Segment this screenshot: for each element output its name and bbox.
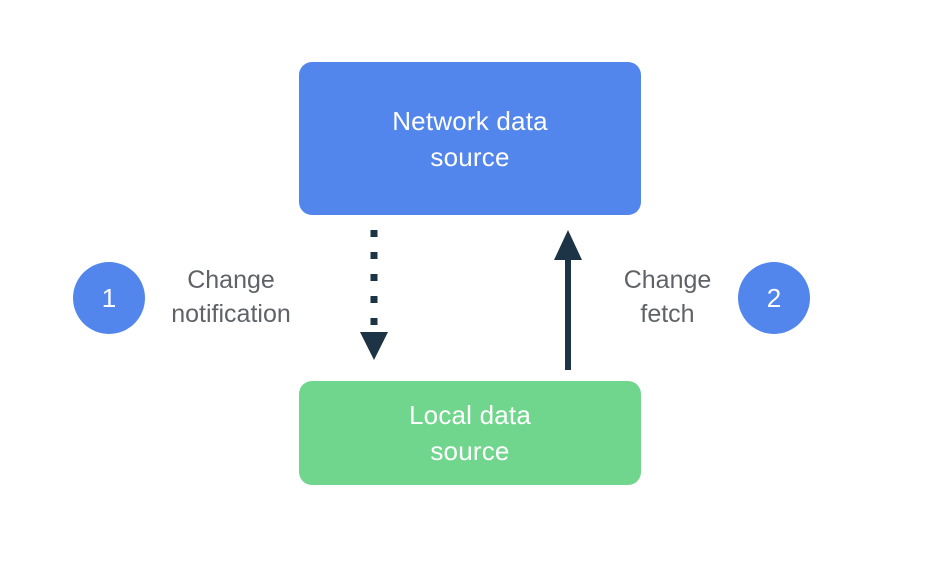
- node-local-data-source-label: Local data source: [409, 400, 531, 466]
- edge-label-change-notification: Change notification: [171, 266, 291, 328]
- step-badge-2[interactable]: 2: [738, 262, 810, 334]
- step-badge-1[interactable]: 1: [73, 262, 145, 334]
- arrow-change-fetch-solid-up-icon: [554, 230, 582, 370]
- step-badge-2-number: 2: [766, 283, 782, 313]
- arrow-change-notification-dotted-down-icon: [360, 230, 388, 360]
- step-badge-1-number: 1: [101, 283, 117, 313]
- node-local-data-source[interactable]: Local data source: [299, 381, 641, 485]
- edge-label-change-fetch: Change fetch: [623, 266, 712, 328]
- node-network-data-source-label: Network data source: [392, 105, 548, 172]
- node-network-data-source[interactable]: Network data source: [299, 62, 641, 215]
